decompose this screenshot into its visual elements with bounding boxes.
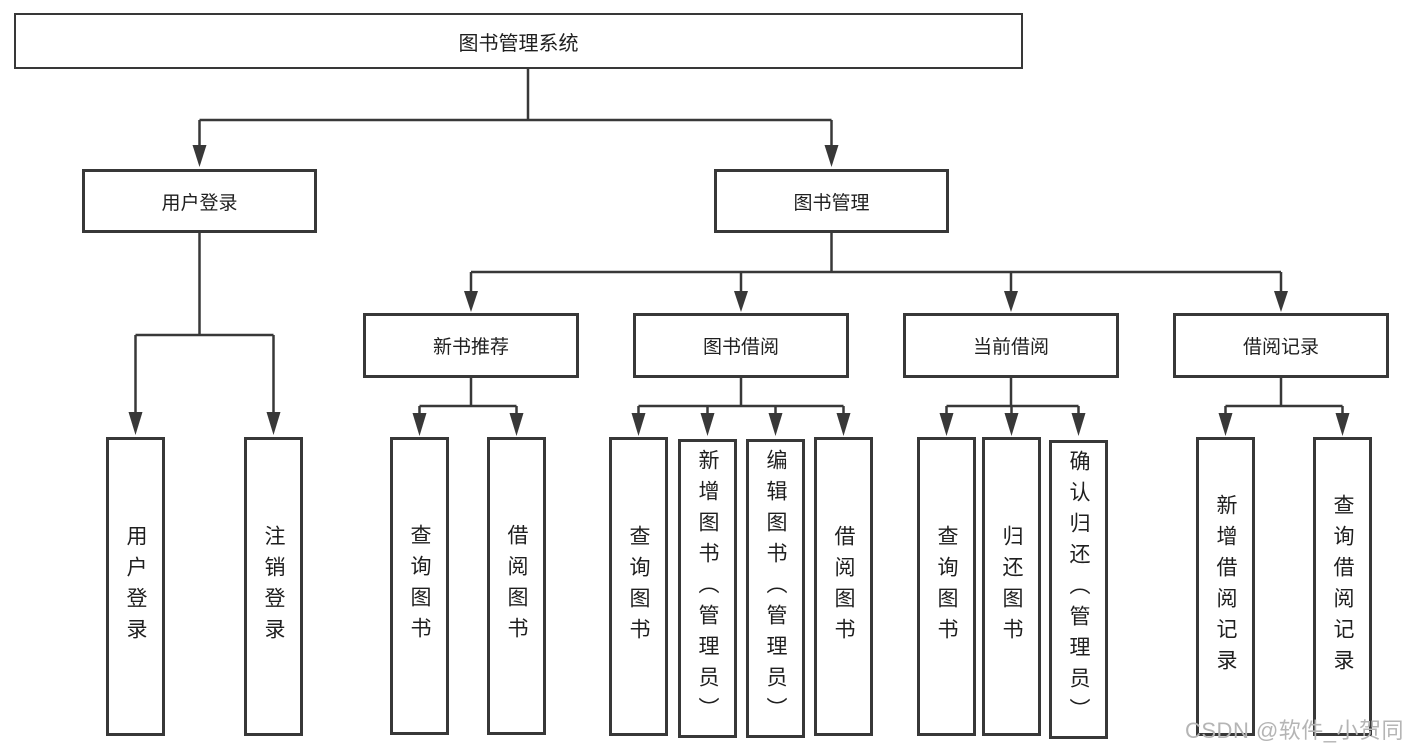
leaf-records-add-record: 新增借阅记录 [1196,437,1255,736]
connector-line [198,69,833,145]
arrowhead [266,412,281,435]
arrowhead [464,291,478,312]
leaf-recommend-borrow-books: 借阅图书 [487,437,546,735]
arrowhead [192,145,207,167]
node-new-book-recommend: 新书推荐 [363,313,579,378]
connector-line [637,378,845,413]
leaf-borrow-query-books: 查询图书 [609,437,668,736]
leaf-current-query-books: 查询图书 [917,437,976,736]
leaf-current-confirm-return-admin: 确认归还（管理员） [1049,440,1108,739]
node-user-login: 用户登录 [82,169,317,233]
arrowhead [734,291,748,312]
node-book-borrow: 图书借阅 [633,313,849,378]
arrowhead [1071,413,1086,436]
arrowhead [700,413,715,436]
arrowhead [412,413,427,436]
arrowhead [631,413,646,436]
leaf-borrow-add-books-admin: 新增图书（管理员） [678,439,737,738]
leaf-borrow-borrow-books: 借阅图书 [814,437,873,736]
node-current-borrow: 当前借阅 [903,313,1119,378]
leaf-current-return-books: 归还图书 [982,437,1041,736]
arrowhead [768,413,783,436]
arrowhead [1218,413,1233,436]
leaf-records-query-record: 查询借阅记录 [1313,437,1372,736]
leaf-recommend-query-books: 查询图书 [390,437,449,735]
connector-new-book-recommend-to-leaves [412,378,524,436]
leaf-borrow-edit-books-admin: 编辑图书（管理员） [746,439,805,738]
arrowhead [939,413,954,436]
arrowhead [824,145,839,167]
connector-line [469,233,1283,291]
node-book-management: 图书管理 [714,169,949,233]
leaf-logout: 注销登录 [244,437,303,736]
arrowhead [128,412,143,435]
connector-line [945,378,1080,413]
connector-current-borrow-to-leaves [939,378,1086,436]
node-library-management-system: 图书管理系统 [14,13,1023,69]
connector-line [1224,378,1344,413]
arrowhead [1335,413,1350,436]
node-borrow-records: 借阅记录 [1173,313,1389,378]
arrowhead [1004,291,1018,312]
connector-book-borrow-to-leaves [631,378,851,436]
connector-book-management-to-level3 [464,233,1288,312]
connector-line [134,233,275,412]
connector-user-login-to-leaves [128,233,281,435]
arrowhead [836,413,851,436]
arrowhead [509,413,524,436]
arrowhead [1274,291,1288,312]
leaf-user-login: 用户登录 [106,437,165,736]
connector-borrow-records-to-leaves [1218,378,1350,436]
connector-line [418,378,518,413]
connector-root-to-level2 [192,69,839,167]
arrowhead [1004,413,1019,436]
